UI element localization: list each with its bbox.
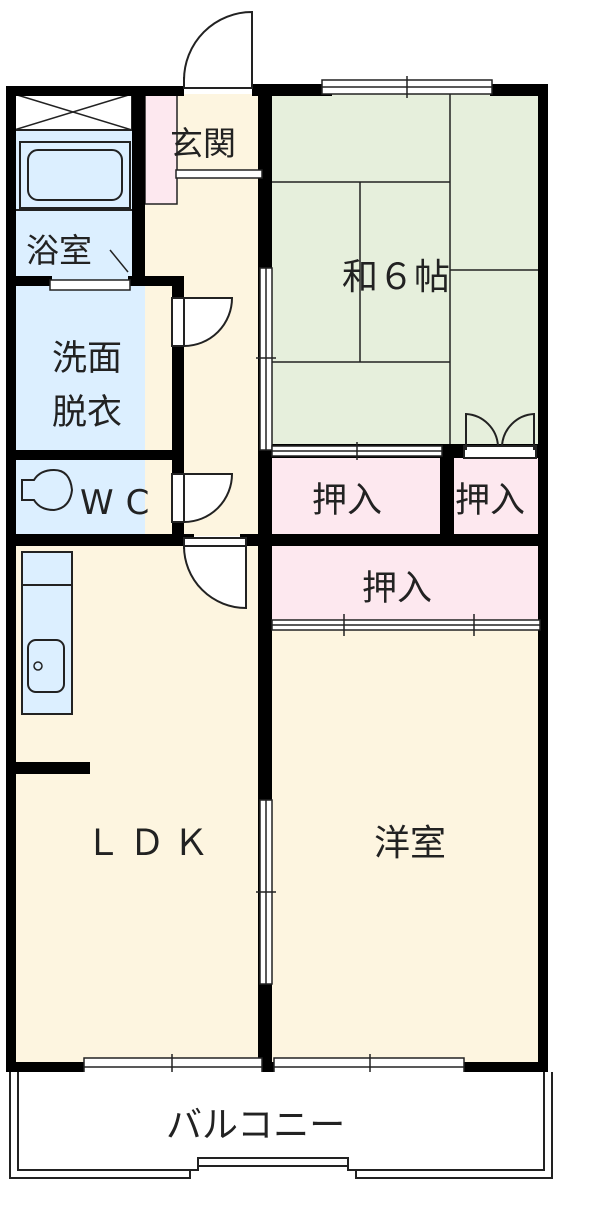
closet-c-floor (272, 544, 540, 622)
label-washroom-2: 脱衣 (52, 393, 123, 433)
closet-a-floor (272, 458, 444, 536)
wall-top-left (6, 86, 184, 96)
label-balcony: バルコニー (166, 1105, 346, 1146)
wall-left (6, 86, 16, 1071)
label-bath: 浴室 (26, 231, 92, 270)
washitsu-floor (270, 94, 540, 450)
label-ldk: ＬＤＫ (85, 823, 218, 864)
label-entrance: 玄関 (170, 124, 236, 163)
label-closet-b: 押入 (455, 481, 526, 521)
entrance-tile (144, 93, 178, 205)
wall-right (538, 84, 548, 1071)
label-closet-c: 押入 (362, 569, 433, 609)
label-toilet: WC (80, 483, 162, 523)
label-closet-a: 押入 (312, 481, 383, 521)
label-washroom-1: 洗面 (52, 339, 123, 379)
label-youshitsu: 洋室 (374, 823, 447, 864)
closet-b-floor (452, 458, 540, 536)
youshitsu-floor (272, 626, 540, 1066)
label-washitsu: 和６帖 (342, 257, 451, 298)
